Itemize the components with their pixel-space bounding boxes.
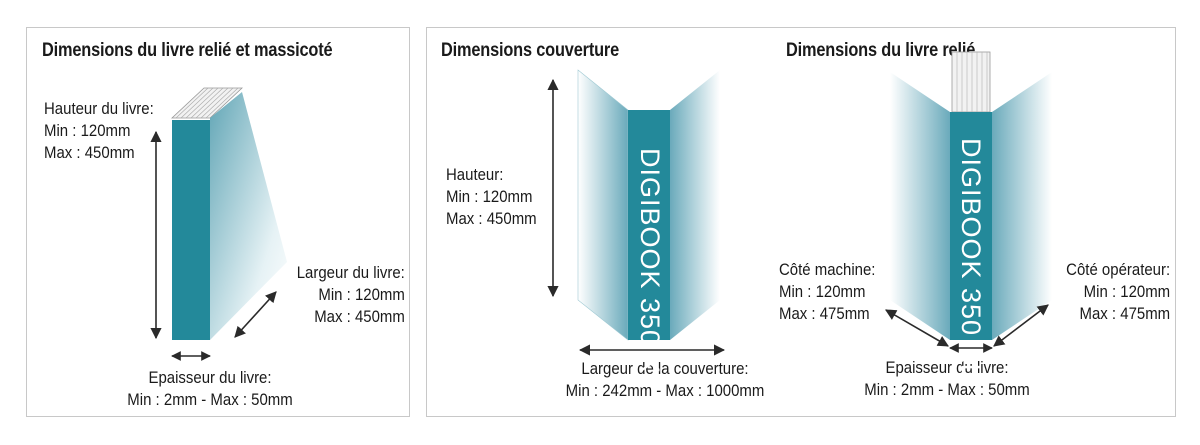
book-height-text: Hauteur du livre: Min : 120mm Max : 450m… — [44, 98, 154, 164]
operator-side-arrow — [993, 304, 1049, 347]
book-thickness-text: Epaisseur du livre: Min : 2mm - Max : 50… — [78, 367, 342, 411]
book-cover-side — [210, 92, 287, 340]
machine-side-max: Max : 475mm — [779, 304, 870, 323]
cover-height-min: Min : 120mm — [446, 187, 533, 206]
book-width-min: Min : 120mm — [318, 285, 405, 304]
bound-book-left-cover — [890, 72, 950, 340]
bound-thickness-range: Min : 2mm - Max : 50mm — [864, 380, 1030, 399]
cover-width-text: Largeur de la couverture: Min : 242mm - … — [533, 358, 797, 402]
cover-height-text: Hauteur: Min : 120mm Max : 450mm — [446, 164, 537, 230]
book-width-max: Max : 450mm — [314, 307, 405, 326]
cover-width-range: Min : 242mm - Max : 1000mm — [565, 381, 765, 400]
cover-spine-text: DIGIBOOK 350 XL — [635, 148, 665, 390]
panel-title-bound-trimmed: Dimensions du livre relié et massicoté — [42, 40, 333, 61]
closed-book-illustration — [150, 87, 287, 361]
machine-side-label: Côté machine: — [779, 260, 876, 279]
cover-right-flap — [670, 70, 720, 340]
bound-book-page-lines — [956, 52, 988, 112]
book-height-min: Min : 120mm — [44, 121, 131, 140]
operator-side-max: Max : 475mm — [1079, 304, 1170, 323]
open-cover-illustration: DIGIBOOK 350 XL — [547, 69, 726, 390]
book-width-label: Largeur du livre: — [296, 263, 405, 282]
bound-book-spine-text: DIGIBOOK 350 XL — [956, 138, 986, 380]
bound-book-pages — [951, 51, 991, 113]
bound-book-right-cover — [992, 72, 1052, 340]
cover-left-flap — [578, 70, 628, 340]
book-spine — [172, 120, 210, 340]
cover-height-max: Max : 450mm — [446, 209, 537, 228]
machine-side-text: Côté machine: Min : 120mm Max : 475mm — [779, 259, 875, 325]
book-height-max: Max : 450mm — [44, 143, 135, 162]
book-width-arrow — [234, 291, 277, 338]
panel-title-cover: Dimensions couverture — [441, 40, 620, 61]
bound-thickness-label: Epaisseur du livre: — [885, 358, 1009, 377]
operator-side-min: Min : 120mm — [1083, 282, 1170, 301]
machine-side-min: Min : 120mm — [779, 282, 866, 301]
bound-thickness-text: Epaisseur du livre: Min : 2mm - Max : 50… — [837, 357, 1057, 401]
bound-book-illustration: DIGIBOOK 350 XL — [885, 51, 1052, 380]
book-width-text: Largeur du livre: Min : 120mm Max : 450m… — [297, 262, 405, 328]
panel-title-bound: Dimensions du livre relié — [786, 40, 976, 61]
operator-side-label: Côté opérateur: — [1066, 260, 1170, 279]
book-height-label: Hauteur du livre: — [44, 99, 154, 118]
cover-spine — [628, 110, 670, 340]
cover-width-label: Largeur de la couverture: — [581, 359, 749, 378]
book-top-page-lines — [175, 87, 239, 119]
book-thickness-label: Epaisseur du livre: — [148, 368, 272, 387]
machine-side-arrow — [885, 309, 949, 347]
bound-book-spine — [950, 112, 992, 340]
cover-height-label: Hauteur: — [446, 165, 504, 184]
operator-side-text: Côté opérateur: Min : 120mm Max : 475mm — [1066, 259, 1170, 325]
book-thickness-range: Min : 2mm - Max : 50mm — [127, 390, 293, 409]
